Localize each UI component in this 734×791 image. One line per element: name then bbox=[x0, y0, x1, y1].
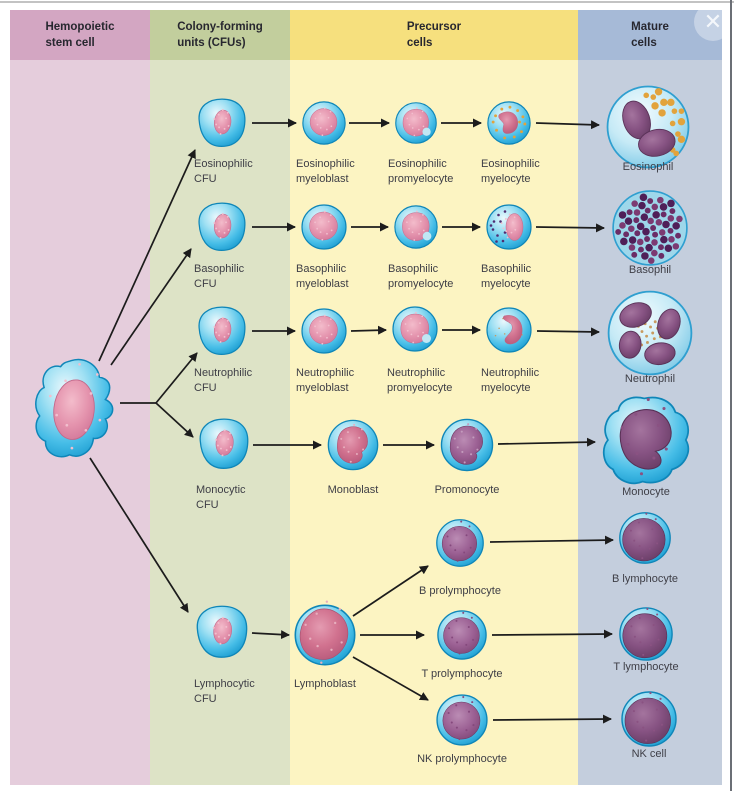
b-lymphocyte-label: B lymphocyte bbox=[611, 573, 679, 585]
lymphoblast-label: Lymphoblast bbox=[294, 678, 356, 690]
promonocyte bbox=[438, 416, 496, 474]
basophilic-cfu bbox=[196, 201, 248, 253]
basophil-label: Basophil bbox=[628, 264, 672, 276]
basophilic-myeloblast bbox=[299, 202, 349, 252]
monocytic-cfu-label: Monocytic CFU bbox=[196, 484, 246, 511]
eosinophilic-myelocyte bbox=[485, 99, 533, 147]
b-lymphocyte bbox=[617, 510, 673, 566]
column-header-mature: Mature cells bbox=[578, 10, 722, 60]
basophilic-myelocyte-label: Basophilic myelocyte bbox=[481, 263, 532, 290]
basophilic-promyelocyte-label: Basophilic promyelocyte bbox=[388, 263, 454, 290]
t-lymphocyte bbox=[617, 605, 675, 663]
eosinophilic-promyelocyte-label: Eosinophilic promyelocyte bbox=[388, 158, 454, 185]
basophilic-promyelocyte bbox=[392, 203, 440, 251]
monoblast-label: Monoblast bbox=[327, 484, 379, 496]
b-prolymphocyte bbox=[433, 516, 487, 570]
neutrophilic-promyelocyte bbox=[390, 304, 440, 354]
eosinophilic-myeloblast bbox=[300, 99, 348, 147]
nk-cell-label: NK cell bbox=[631, 748, 667, 760]
neutrophilic-myeloblast-label: Neutrophilic myeloblast bbox=[296, 367, 355, 394]
column-body-precursor bbox=[290, 60, 578, 785]
close-button[interactable]: ✕ bbox=[694, 3, 732, 41]
basophilic-myelocyte bbox=[484, 202, 534, 252]
neutrophilic-cfu bbox=[196, 305, 248, 357]
lymphoblast bbox=[292, 600, 358, 668]
neutrophil bbox=[603, 288, 697, 378]
monocytic-cfu bbox=[197, 417, 251, 471]
eosinophilic-myelocyte-label: Eosinophilic myelocyte bbox=[481, 158, 540, 185]
window-right-border bbox=[730, 0, 732, 791]
promonocyte-label: Promonocyte bbox=[434, 484, 500, 496]
neutrophilic-myeloblast bbox=[299, 306, 349, 356]
lymphocytic-cfu-label: Lymphocytic CFU bbox=[194, 678, 255, 705]
t-prolymphocyte bbox=[434, 607, 490, 663]
window-top-border bbox=[0, 1, 734, 3]
neutrophilic-myelocyte-label: Neutrophilic myelocyte bbox=[481, 367, 540, 394]
column-header-precursor: Precursor cells bbox=[290, 10, 578, 60]
monoblast bbox=[325, 417, 381, 473]
eosinophilic-cfu bbox=[196, 97, 248, 149]
b-prolymphocyte-label: B prolymphocyte bbox=[419, 585, 501, 597]
neutrophil-label: Neutrophil bbox=[624, 373, 676, 385]
eosinophilic-promyelocyte bbox=[393, 100, 439, 146]
neutrophilic-promyelocyte-label: Neutrophilic promyelocyte bbox=[387, 367, 453, 394]
stem-cell bbox=[30, 354, 124, 466]
eosinophilic-cfu-label: Eosinophilic CFU bbox=[194, 158, 253, 185]
monocyte-label: Monocyte bbox=[622, 486, 670, 498]
eosinophil-label: Eosinophil bbox=[622, 161, 674, 173]
column-header-cfu: Colony-forming units (CFUs) bbox=[150, 10, 290, 60]
basophilic-cfu-label: Basophilic CFU bbox=[194, 263, 245, 290]
basophil bbox=[609, 187, 691, 269]
neutrophilic-cfu-label: Neutrophilic CFU bbox=[194, 367, 253, 394]
t-prolymphocyte-label: T prolymphocyte bbox=[421, 668, 503, 680]
column-header-cfu-label: Colony-forming units (CFUs) bbox=[177, 20, 263, 49]
column-header-stem-cell: Hemopoietic stem cell bbox=[10, 10, 150, 60]
column-header-stem-cell-label: Hemopoietic stem cell bbox=[45, 20, 115, 49]
t-lymphocyte-label: T lymphocyte bbox=[613, 661, 679, 673]
basophilic-myeloblast-label: Basophilic myeloblast bbox=[296, 263, 349, 290]
column-header-mature-label: Mature cells bbox=[631, 20, 669, 49]
nk-cell bbox=[619, 689, 679, 749]
lymphocytic-cfu bbox=[194, 604, 250, 660]
monocyte bbox=[599, 395, 693, 485]
neutrophilic-myelocyte bbox=[484, 305, 534, 355]
column-header-precursor-label: Precursor cells bbox=[406, 20, 462, 49]
nk-prolymphocyte-label: NK prolymphocyte bbox=[417, 753, 507, 765]
eosinophilic-myeloblast-label: Eosinophilic myeloblast bbox=[296, 158, 355, 185]
close-icon: ✕ bbox=[703, 9, 723, 34]
eosinophil bbox=[602, 83, 694, 171]
nk-prolymphocyte bbox=[433, 691, 491, 749]
